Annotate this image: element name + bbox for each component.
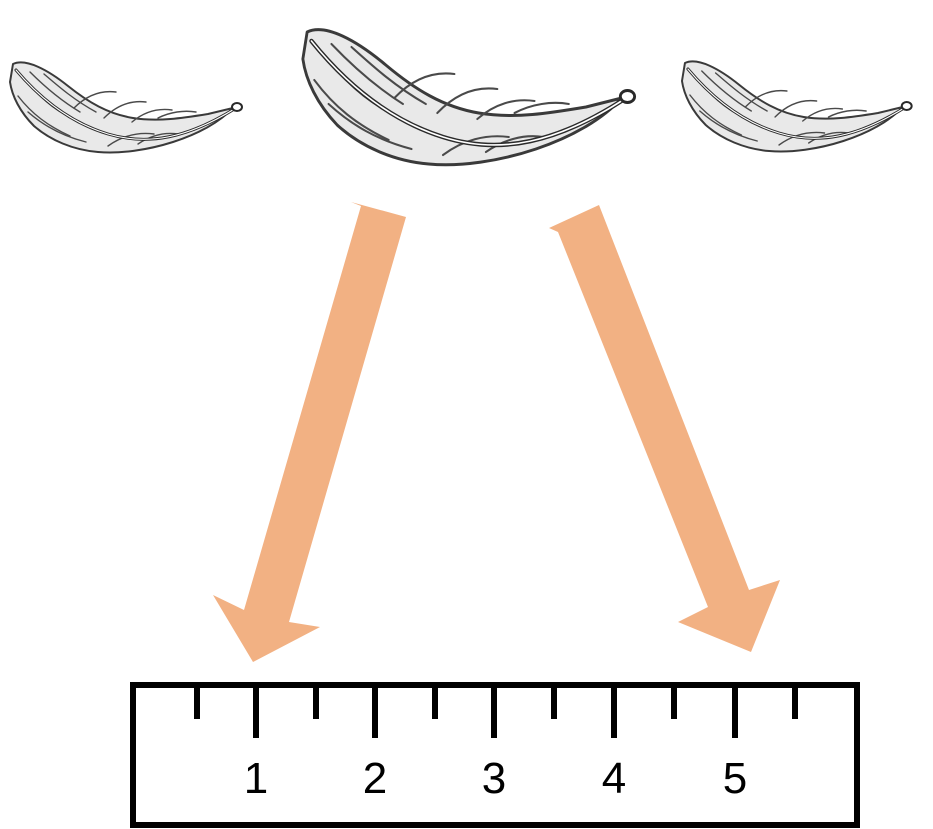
ruler-label-3: 3 — [482, 754, 506, 803]
feather-right — [680, 59, 914, 154]
ruler-label-2: 2 — [363, 754, 387, 803]
ruler-label-4: 4 — [602, 754, 626, 803]
feather-left — [8, 60, 244, 155]
feather-center — [303, 30, 635, 165]
ruler-label-5: 5 — [723, 754, 747, 803]
arrow-to-5 — [549, 205, 780, 652]
ruler-label-1: 1 — [244, 754, 268, 803]
arrow-to-1 — [213, 202, 406, 662]
ruler: 1 2 3 4 5 — [130, 682, 860, 828]
